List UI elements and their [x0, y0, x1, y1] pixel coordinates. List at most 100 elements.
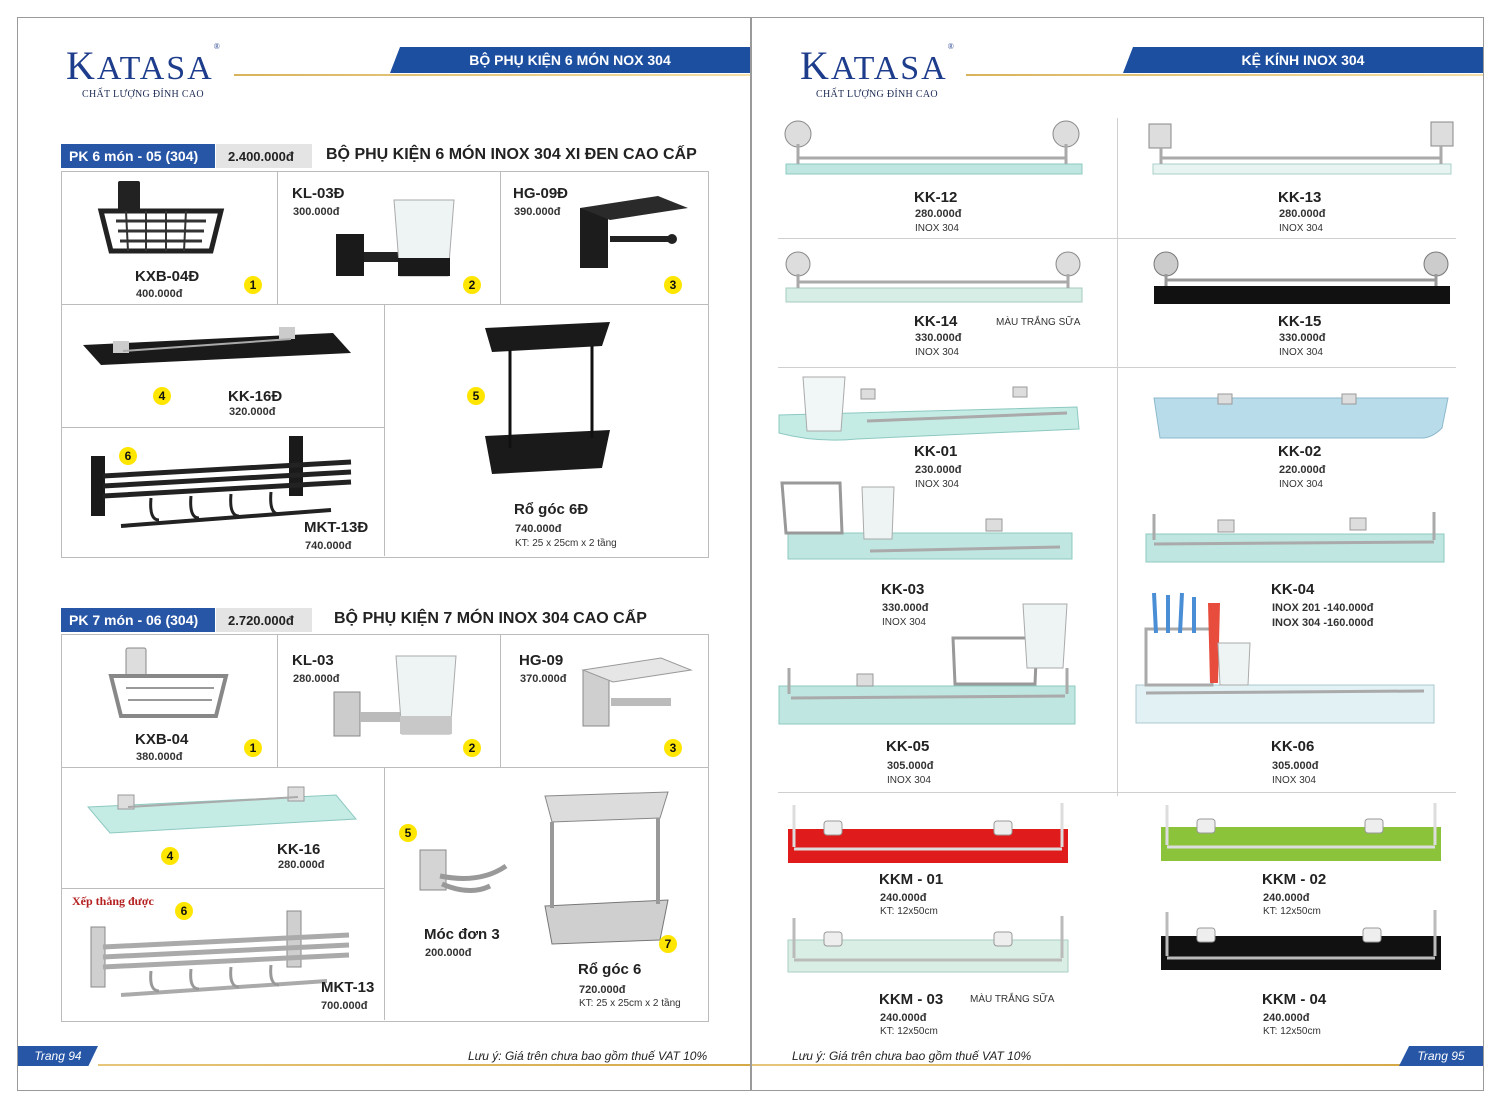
- shelf-kk12-image: [784, 120, 1083, 175]
- item-color-note: MÀU TRẮNG SỮA: [996, 317, 1081, 328]
- item-price: 390.000đ: [514, 206, 561, 218]
- robe-hook-image: [419, 849, 508, 893]
- item-code: HG-09Đ: [513, 185, 569, 202]
- item-price: 740.000đ: [305, 540, 352, 552]
- item-number-badge: 6: [119, 447, 137, 465]
- item-number-badge: 4: [161, 847, 179, 865]
- set-price: 2.400.000đ: [216, 144, 312, 168]
- item-number-badge: 5: [399, 824, 417, 842]
- item-code: KK-15: [1278, 313, 1322, 330]
- item-price-201: INOX 201 -140.000đ: [1272, 602, 1374, 614]
- item-code: HG-09: [519, 652, 564, 669]
- item-size: KT: 25 x 25cm x 2 tầng: [515, 538, 617, 549]
- item-material: INOX 304: [915, 347, 959, 358]
- item-price: 280.000đ: [915, 208, 962, 220]
- shelf-black-color-image: [1161, 910, 1441, 970]
- item-code: Rổ góc 6: [578, 961, 642, 978]
- section-banner: KỆ KÍNH INOX 304: [1123, 47, 1483, 73]
- shelf-kk13-image: [1148, 121, 1454, 175]
- item-material: INOX 304: [915, 479, 959, 490]
- item-number-badge: 5: [467, 387, 485, 405]
- item-price-304: INOX 304 -160.000đ: [1272, 617, 1374, 629]
- item-price: 240.000đ: [880, 1012, 927, 1024]
- vat-note: Lưu ý: Giá trên chưa bao gồm thuế VAT 10…: [468, 1049, 708, 1063]
- glass-shelf-clear-image: [86, 786, 358, 834]
- item-price: 305.000đ: [1272, 760, 1319, 772]
- set-title: BỘ PHỤ KIỆN 7 MÓN INOX 304 CAO CẤP: [334, 610, 647, 627]
- item-price: 330.000đ: [1279, 332, 1326, 344]
- item-price: 240.000đ: [880, 892, 927, 904]
- shelf-kk06-image: [1135, 592, 1435, 724]
- item-code: KKM - 04: [1262, 991, 1327, 1008]
- item-price: 320.000đ: [229, 406, 276, 418]
- shelf-kk04-image: [1145, 512, 1445, 563]
- header-gold-line: [234, 74, 750, 76]
- item-price: 220.000đ: [1279, 464, 1326, 476]
- item-code: KK-04: [1271, 581, 1315, 598]
- towel-rack-black-image: [91, 436, 352, 528]
- item-material: INOX 304: [887, 775, 931, 786]
- item-code: KK-16: [277, 841, 321, 858]
- item-price: 740.000đ: [515, 523, 562, 535]
- item-price: 400.000đ: [136, 288, 183, 300]
- set-label: PK 6 món - 05 (304): [61, 144, 215, 168]
- item-code: KK-03: [881, 581, 925, 598]
- vat-note: Lưu ý: Giá trên chưa bao gồm thuế VAT 10…: [792, 1049, 1032, 1063]
- item-material: INOX 304: [1272, 775, 1316, 786]
- header-gold-line: [966, 74, 1483, 76]
- catalog-page-right: KATASA® CHẤT LƯỢNG ĐỈNH CAO KỆ KÍNH INOX…: [751, 17, 1484, 1091]
- cup-holder-black-image: [336, 199, 455, 277]
- item-material: INOX 304: [915, 223, 959, 234]
- soap-basket-steel-image: [108, 647, 229, 718]
- shelf-green-image: [1161, 803, 1441, 861]
- set-frame: [61, 634, 709, 1022]
- shelf-red-image: [788, 803, 1068, 863]
- katasa-logo: KATASA® CHẤT LƯỢNG ĐỈNH CAO: [66, 42, 222, 100]
- page-number: Trang 95: [1399, 1046, 1483, 1066]
- item-code: KK-14: [914, 313, 958, 330]
- item-material: INOX 304: [882, 617, 926, 628]
- paper-holder-black-image: [580, 196, 688, 268]
- item-number-badge: 4: [153, 387, 171, 405]
- soap-basket-black-image: [97, 181, 225, 254]
- item-code: KK-13: [1278, 189, 1322, 206]
- item-size: KT: 12x50cm: [880, 1026, 938, 1037]
- catalog-page-left: KATASA® CHẤT LƯỢNG ĐỈNH CAO BỘ PHỤ KIỆN …: [17, 17, 751, 1091]
- item-code: KKM - 02: [1262, 871, 1327, 888]
- item-material: INOX 304: [1279, 223, 1323, 234]
- item-code: KK-16Đ: [228, 388, 283, 405]
- glass-shelf-black-image: [83, 327, 351, 365]
- item-code: KL-03Đ: [292, 185, 345, 202]
- item-price: 380.000đ: [136, 751, 183, 763]
- set-title: BỘ PHỤ KIỆN 6 MÓN INOX 304 XI ĐEN CAO CẤ…: [326, 146, 697, 163]
- item-code: KK-12: [914, 189, 958, 206]
- item-material: INOX 304: [1279, 479, 1323, 490]
- item-price: 280.000đ: [1279, 208, 1326, 220]
- shelf-kk14-image: [785, 251, 1083, 303]
- set-label: PK 7 món - 06 (304): [61, 608, 215, 632]
- item-price: 280.000đ: [278, 859, 325, 871]
- item-number-badge: 7: [659, 935, 677, 953]
- item-number-badge: 1: [244, 739, 262, 757]
- item-code: KKM - 03: [879, 991, 944, 1008]
- set-price: 2.720.000đ: [216, 608, 312, 632]
- item-code: KXB-04Đ: [135, 268, 200, 285]
- item-size: KT: 12x50cm: [1263, 906, 1321, 917]
- item-price: 305.000đ: [887, 760, 934, 772]
- set-frame: [61, 171, 709, 558]
- item-price: 240.000đ: [1263, 1012, 1310, 1024]
- item-color-note: MÀU TRẮNG SỮA: [970, 994, 1055, 1005]
- item-size: KT: 12x50cm: [880, 906, 938, 917]
- item-price: 300.000đ: [293, 206, 340, 218]
- cup-holder-steel-image: [333, 655, 457, 737]
- item-size: KT: 25 x 25cm x 2 tầng: [579, 998, 681, 1009]
- item-code: KXB-04: [135, 731, 189, 748]
- item-price: 370.000đ: [520, 673, 567, 685]
- item-code: KL-03: [292, 652, 334, 669]
- item-number-badge: 6: [175, 902, 193, 920]
- item-code: MKT-13Đ: [304, 519, 369, 536]
- corner-basket-steel-image: [544, 791, 669, 945]
- item-code: Móc đơn 3: [424, 926, 500, 943]
- item-code: KK-01: [914, 443, 958, 460]
- shelf-kk15-image: [1153, 251, 1450, 304]
